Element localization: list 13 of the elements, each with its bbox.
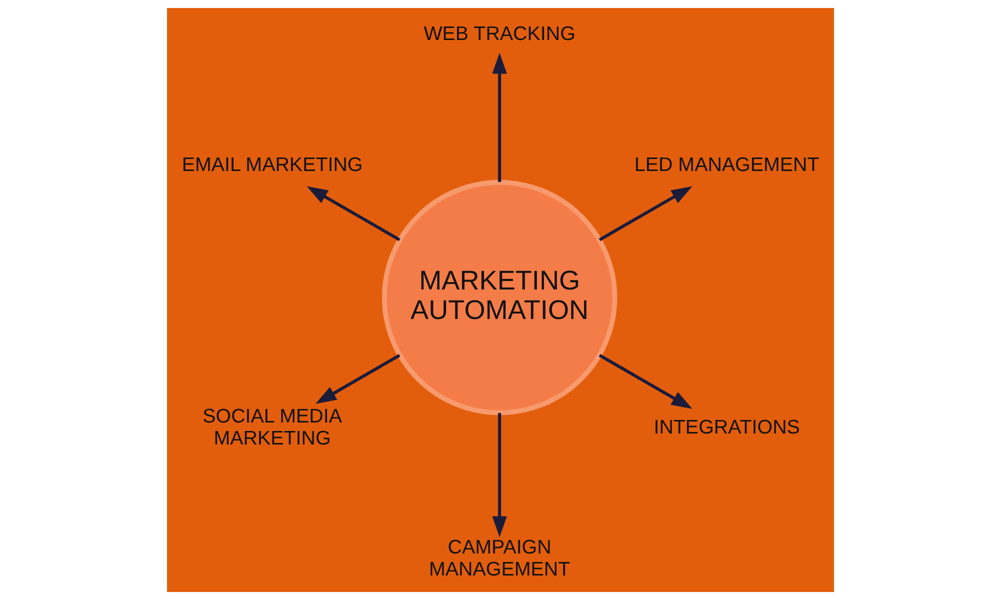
node-text: LED MANAGEMENT — [634, 154, 819, 176]
node-text: INTEGRATIONS — [653, 416, 800, 438]
arrow — [598, 186, 692, 242]
node-text: CAMPAIGN MANAGEMENT — [428, 536, 570, 581]
arrow — [314, 354, 400, 404]
arrow — [306, 186, 400, 242]
arrow — [598, 354, 692, 409]
node-text: SOCIAL MEDIA MARKETING — [202, 405, 342, 450]
node-text: WEB TRACKING — [423, 22, 575, 45]
node-circle: MARKETING AUTOMATION — [381, 180, 617, 416]
arrow — [492, 52, 506, 182]
arrow — [492, 413, 506, 538]
node-text: EMAIL MARKETING — [181, 154, 362, 176]
